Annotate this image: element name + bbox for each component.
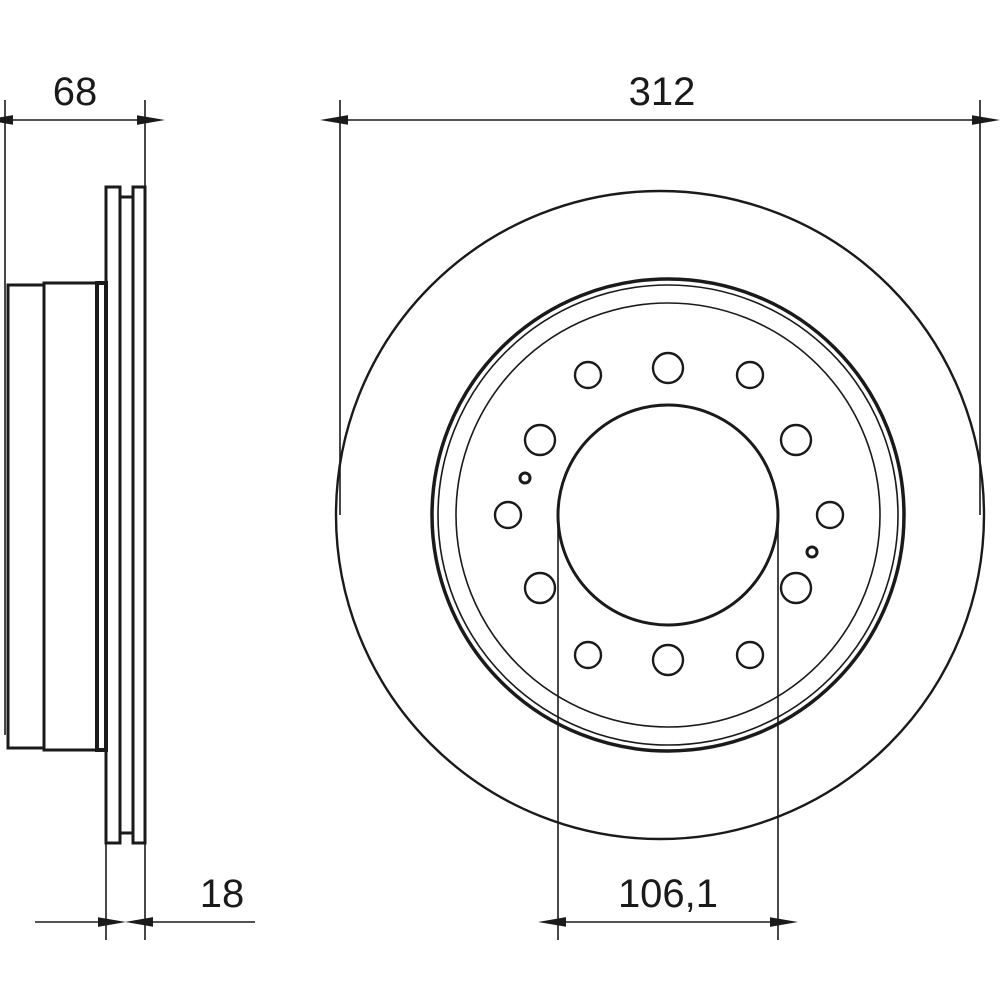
dimension-18-label: 18 — [200, 872, 245, 916]
side-view — [4, 100, 147, 940]
front-view — [334, 100, 986, 940]
dimension-312: 312 — [320, 70, 1000, 125]
dimension-68: 68 — [0, 70, 165, 125]
bolt-holes — [493, 351, 845, 677]
dimension-106-1-label: 106,1 — [618, 872, 718, 916]
dimension-18: 18 — [35, 872, 255, 927]
dimension-312-label: 312 — [629, 70, 696, 114]
dimension-68-label: 68 — [53, 70, 98, 114]
dimension-106-1: 106,1 — [538, 872, 798, 927]
